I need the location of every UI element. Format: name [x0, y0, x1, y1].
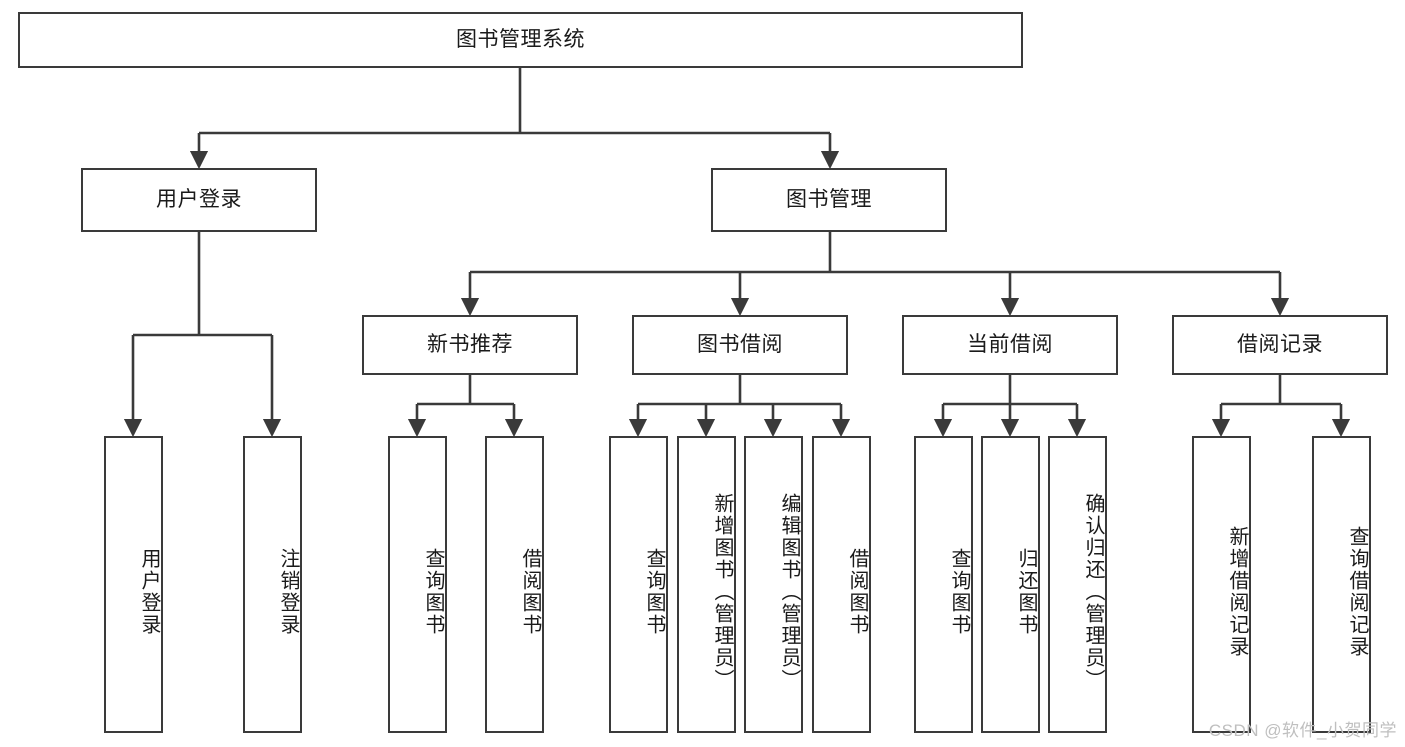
node-book-manage[interactable]: 图书管理 [711, 168, 947, 232]
node-leaf-borrow-book-2[interactable]: 借阅图书 [812, 436, 871, 733]
node-book-manage-label: 图书管理 [786, 187, 872, 211]
node-new-book-recommend-label: 新书推荐 [427, 332, 513, 356]
watermark: CSDN @软件_小贺同学 [1208, 721, 1397, 740]
node-leaf-user-login-label: 用户登录 [138, 547, 160, 636]
node-current-borrow-label: 当前借阅 [967, 332, 1053, 356]
node-leaf-query-book-3[interactable]: 查询图书 [914, 436, 973, 733]
node-leaf-user-login[interactable]: 用户登录 [104, 436, 163, 733]
node-leaf-borrow-book-1[interactable]: 借阅图书 [485, 436, 544, 733]
node-user-login[interactable]: 用户登录 [81, 168, 317, 232]
node-root-label: 图书管理系统 [456, 27, 585, 51]
node-leaf-logout-login[interactable]: 注销登录 [243, 436, 302, 733]
node-leaf-add-book-label: 新增图书（管理员） [711, 492, 733, 691]
node-user-login-label: 用户登录 [156, 187, 242, 211]
node-leaf-add-book[interactable]: 新增图书（管理员） [677, 436, 736, 733]
node-leaf-confirm-return[interactable]: 确认归还（管理员） [1048, 436, 1107, 733]
node-leaf-query-book-2-label: 查询图书 [643, 547, 665, 636]
node-book-borrow[interactable]: 图书借阅 [632, 315, 848, 375]
node-borrow-record-label: 借阅记录 [1237, 332, 1323, 356]
node-book-borrow-label: 图书借阅 [697, 332, 783, 356]
node-leaf-query-book-1[interactable]: 查询图书 [388, 436, 447, 733]
node-leaf-borrow-book-1-label: 借阅图书 [519, 547, 541, 636]
node-leaf-edit-book[interactable]: 编辑图书（管理员） [744, 436, 803, 733]
node-leaf-add-record-label: 新增借阅记录 [1226, 525, 1248, 658]
node-leaf-confirm-return-label: 确认归还（管理员） [1082, 492, 1104, 691]
node-leaf-query-book-2[interactable]: 查询图书 [609, 436, 668, 733]
node-leaf-return-book[interactable]: 归还图书 [981, 436, 1040, 733]
node-leaf-edit-book-label: 编辑图书（管理员） [778, 492, 800, 691]
node-leaf-query-record[interactable]: 查询借阅记录 [1312, 436, 1371, 733]
node-current-borrow[interactable]: 当前借阅 [902, 315, 1118, 375]
node-borrow-record[interactable]: 借阅记录 [1172, 315, 1388, 375]
node-leaf-logout-login-label: 注销登录 [277, 547, 299, 636]
node-leaf-query-book-3-label: 查询图书 [948, 547, 970, 636]
node-new-book-recommend[interactable]: 新书推荐 [362, 315, 578, 375]
node-leaf-add-record[interactable]: 新增借阅记录 [1192, 436, 1251, 733]
node-leaf-borrow-book-2-label: 借阅图书 [846, 547, 868, 636]
node-leaf-return-book-label: 归还图书 [1015, 547, 1037, 636]
node-leaf-query-record-label: 查询借阅记录 [1346, 525, 1368, 658]
node-leaf-query-book-1-label: 查询图书 [422, 547, 444, 636]
node-root[interactable]: 图书管理系统 [18, 12, 1023, 68]
